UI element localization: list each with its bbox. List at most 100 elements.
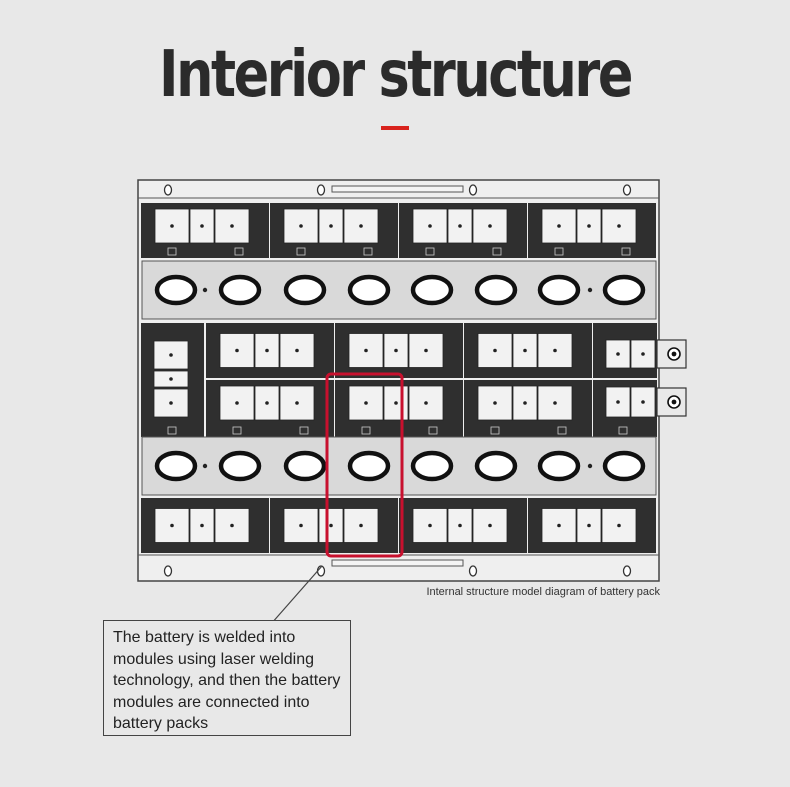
polarity-mark-icon [232,426,242,435]
busbar-hole [474,274,518,306]
polarity-mark-icon [361,426,371,435]
pad-dot [493,348,497,353]
pad-dot [169,377,173,381]
mounting-hole-icon [163,184,173,196]
pad-dot [488,224,492,228]
busbar-hole [218,450,262,482]
cell-pad [412,508,448,543]
pad-dot [299,224,303,228]
pad-dot [170,523,174,528]
pad-dot [424,401,428,405]
pad-dot [394,401,398,405]
pad-dot [170,224,174,228]
mounting-hole-icon [163,565,173,577]
mounting-hole-icon [316,184,326,196]
busbar-dot [587,287,593,293]
pad-dot [235,401,239,405]
polarity-mark-icon [167,247,177,256]
pad-dot [458,224,462,228]
busbar-dot [587,463,593,469]
note-box: The battery is welded into modules using… [103,620,351,736]
pad-dot [295,401,299,405]
diagram-caption: Internal structure model diagram of batt… [426,586,660,598]
busbar-hole [154,274,198,306]
pad-dot [428,523,432,528]
busbar-hole [410,274,454,306]
pad-dot [169,401,173,405]
pad-dot [230,224,234,228]
busbar-hole [602,450,646,482]
busbar-hole [154,450,198,482]
pad-dot [235,348,239,353]
pad-dot [616,400,620,404]
pad-dot [641,352,645,356]
title-accent-bar [381,126,409,130]
busbar-hole [283,450,327,482]
cell-pad [477,333,513,368]
mounting-hole-icon [468,184,478,196]
polarity-mark-icon [167,426,177,435]
pad-dot [557,224,561,228]
polarity-mark-icon [490,426,500,435]
output-terminal [656,387,687,417]
pad-dot [295,348,299,353]
pad-dot [200,523,204,528]
pad-dot [329,523,333,528]
pad-dot [553,401,557,405]
mounting-hole-icon [622,565,632,577]
pad-dot [458,523,462,528]
pad-dot [557,523,561,528]
polarity-mark-icon [296,247,306,256]
polarity-mark-icon [363,247,373,256]
busbar-hole [347,274,391,306]
pad-dot [359,224,363,228]
cell-pad [219,385,255,421]
busbar-dot [202,463,208,469]
busbar-hole [537,274,581,306]
pad-dot [169,353,173,357]
pad-dot [230,523,234,528]
pad-dot [200,224,204,228]
cell-pad [408,333,444,368]
cell-pad [537,385,573,421]
busbar-hole [283,274,327,306]
mounting-hole-icon [468,565,478,577]
polarity-mark-icon [492,247,502,256]
pad-dot [364,348,368,353]
polarity-mark-icon [621,247,631,256]
pad-dot [617,523,621,528]
pad-dot [523,348,527,353]
polarity-mark-icon [557,426,567,435]
pad-dot [329,224,333,228]
busbar-hole [602,274,646,306]
busbar-hole [537,450,581,482]
polarity-mark-icon [428,426,438,435]
pad-dot [488,523,492,528]
polarity-mark-icon [425,247,435,256]
pad-dot [265,401,269,405]
pad-dot [428,224,432,228]
pad-dot [617,224,621,228]
busbar-dot [202,287,208,293]
pad-dot [523,401,527,405]
polarity-mark-icon [299,426,309,435]
busbar-hole [347,450,391,482]
pad-dot [616,352,620,356]
polarity-mark-icon [554,247,564,256]
pad-dot [359,523,363,528]
pad-dot [394,348,398,353]
pointer-line [270,565,323,625]
busbar-hole [410,450,454,482]
pad-dot [641,400,645,404]
pad-dot [265,348,269,353]
pad-dot [364,401,368,405]
top-rail [138,185,659,199]
mounting-hole-icon [622,184,632,196]
busbar-hole [218,274,262,306]
pad-dot [587,523,591,528]
polarity-mark-icon [618,426,628,435]
busbar-hole [474,450,518,482]
pad-dot [493,401,497,405]
polarity-mark-icon [234,247,244,256]
